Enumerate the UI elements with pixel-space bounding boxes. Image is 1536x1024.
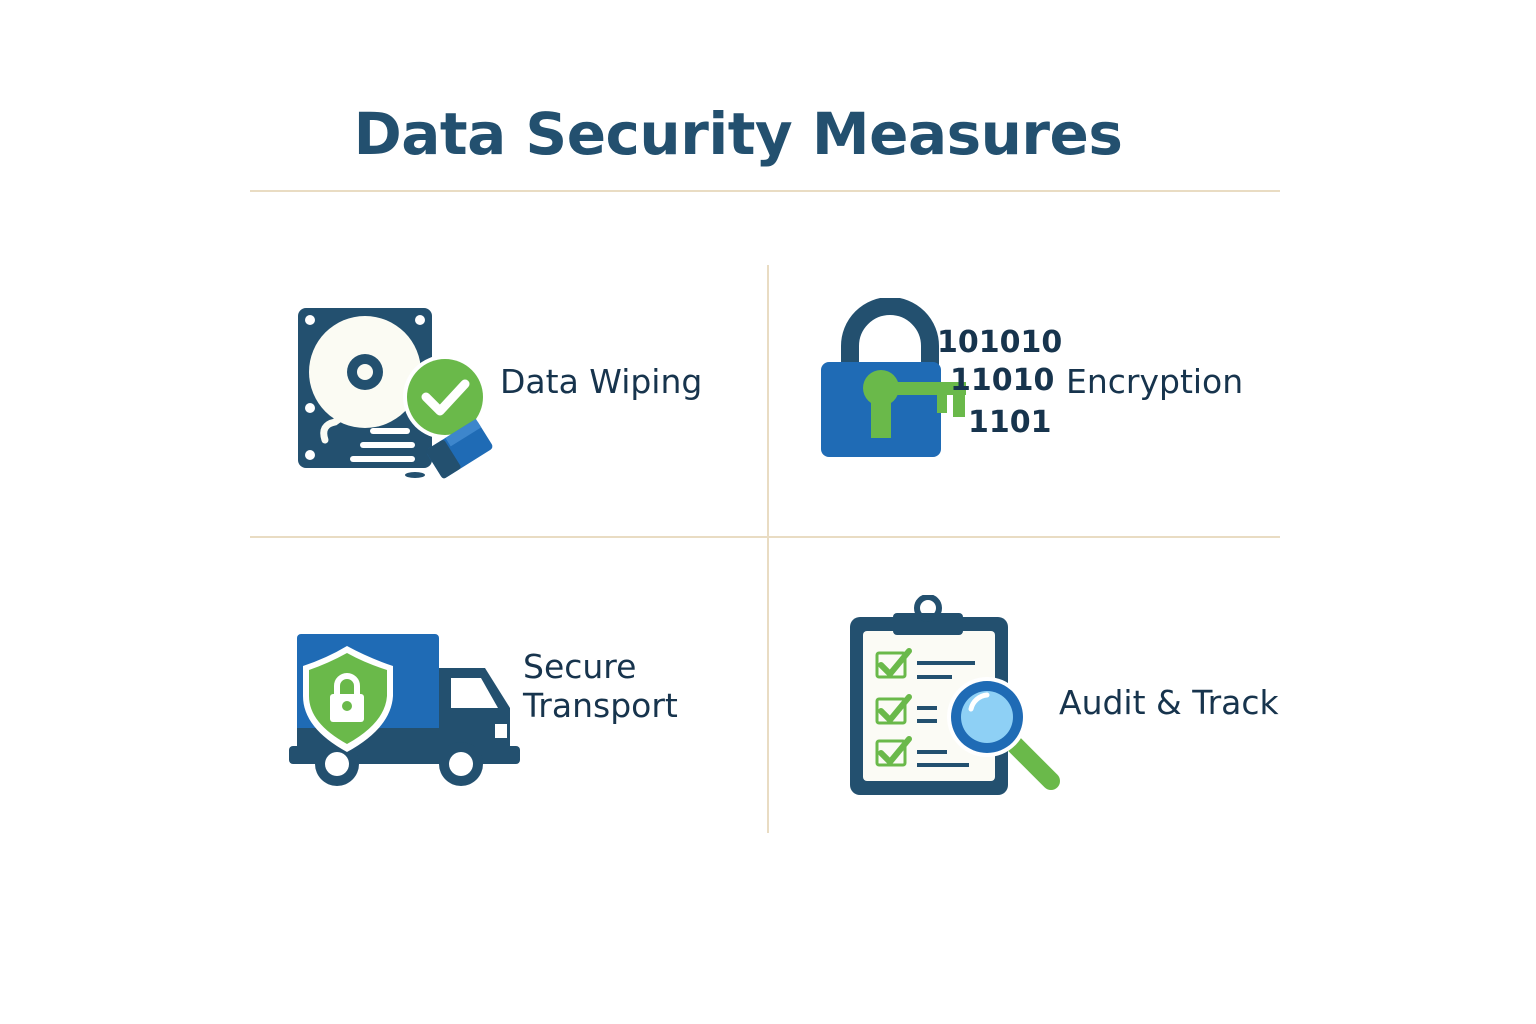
shield-truck-icon [289, 634, 520, 786]
secure-transport-label-line1: Secure [523, 647, 637, 686]
padlock-key-icon [821, 298, 966, 457]
data-wiping-label: Data Wiping [500, 362, 703, 401]
title-divider [250, 190, 1280, 192]
audit-track-label: Audit & Track [1059, 683, 1279, 722]
hard-drive-eraser-icon [298, 308, 493, 479]
binary-line-1: 101010 [937, 325, 1063, 360]
encryption-label: Encryption [1066, 362, 1244, 401]
vertical-divider [767, 265, 769, 833]
binary-line-2: 11010 [950, 363, 1055, 398]
clipboard-magnifier-icon [850, 595, 1060, 795]
secure-transport-label-line2: Transport [523, 686, 678, 725]
horizontal-divider [250, 536, 1280, 538]
page-title: Data Security Measures [353, 100, 1123, 168]
binary-line-3: 1101 [968, 405, 1052, 440]
